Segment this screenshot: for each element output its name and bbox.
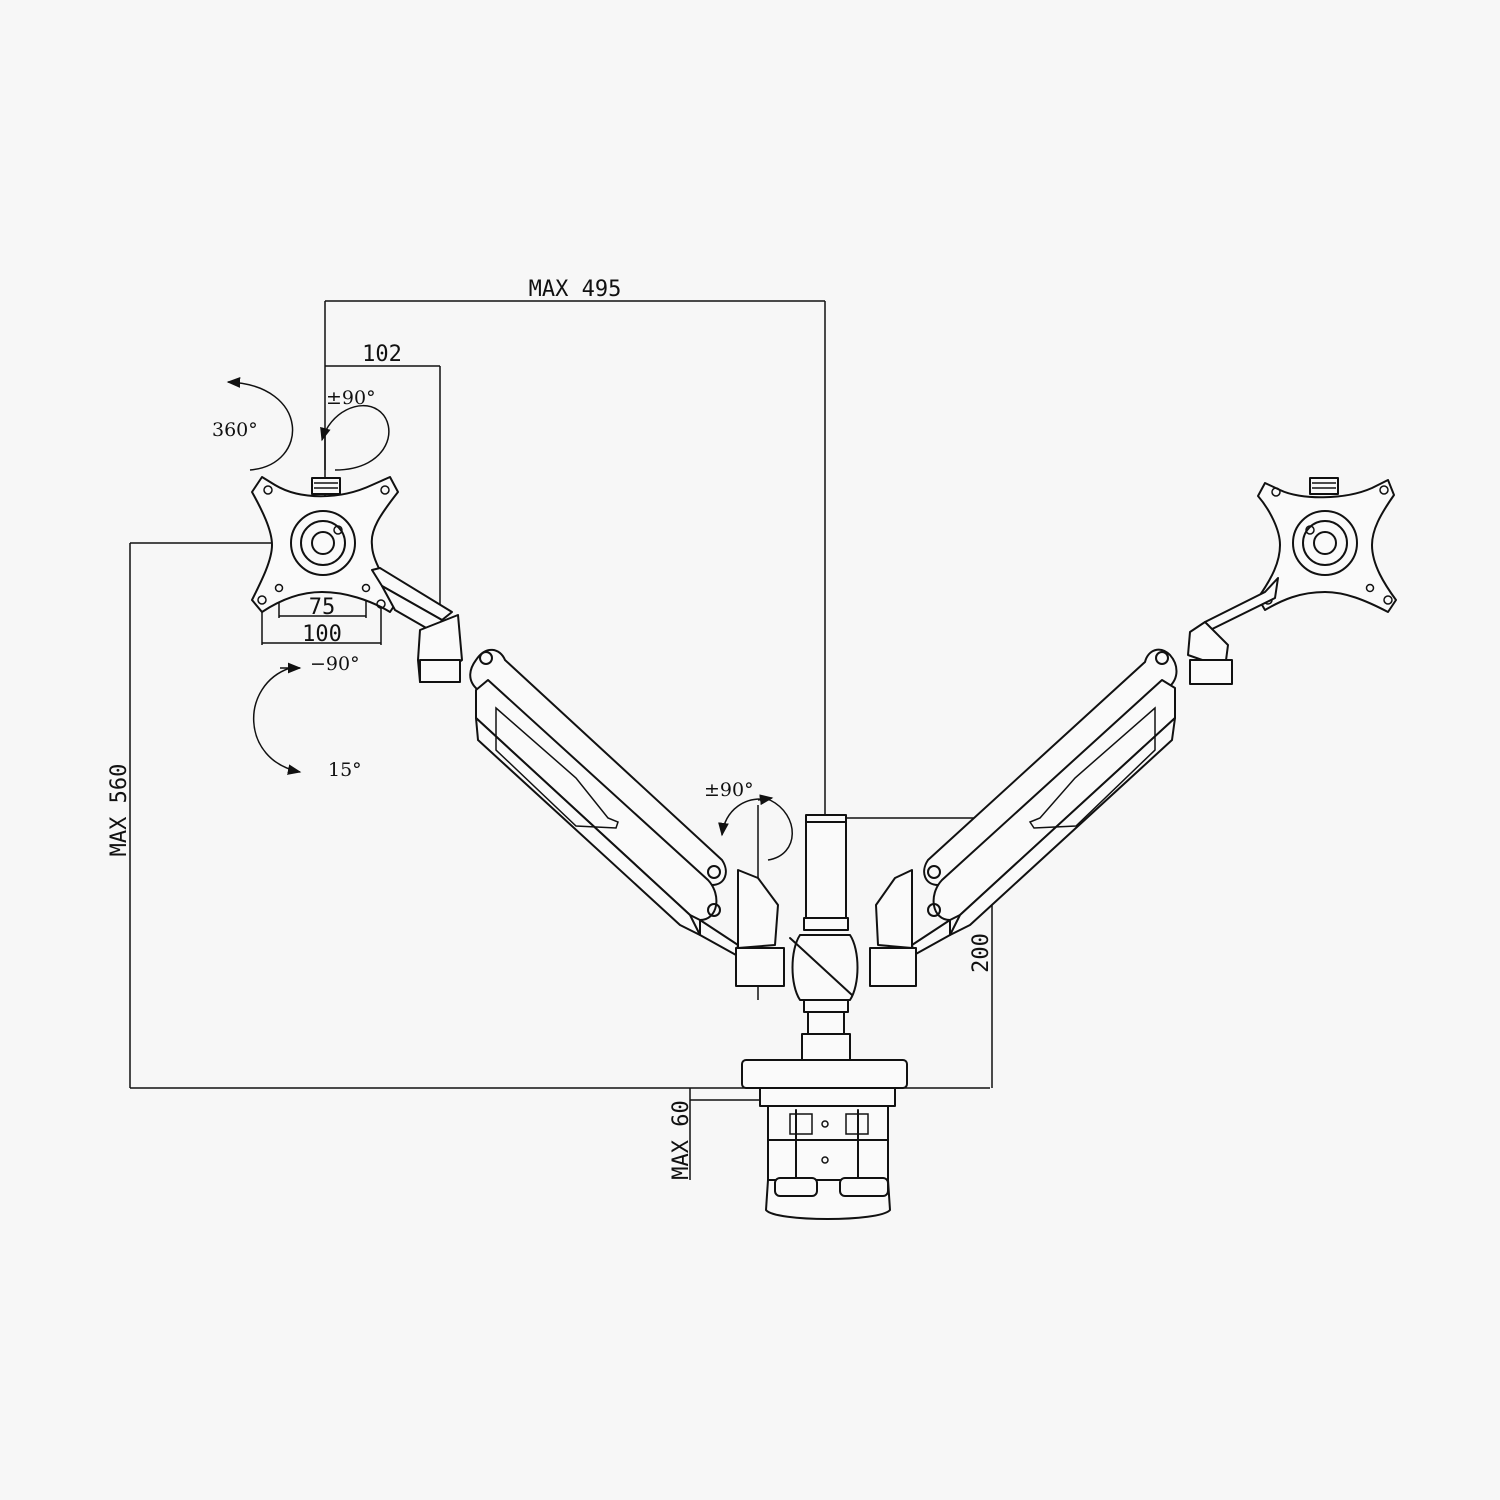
tilt-up-label: −90° — [310, 653, 360, 675]
center-pole — [789, 814, 859, 1061]
right-vesa-plate — [1257, 477, 1397, 613]
joint-swivel-label: ±90° — [704, 779, 754, 801]
max-reach-label: MAX 495 — [529, 277, 622, 302]
desk-clamp — [741, 1059, 908, 1220]
swivel-label: 360° — [212, 419, 258, 441]
max-height-label: MAX 560 — [107, 764, 132, 857]
left-vesa-plate — [251, 476, 399, 613]
dimension-labels: MAX 495 102 75 100 MAX 560 200 MAX 60 — [107, 277, 994, 1180]
right-arm — [869, 577, 1279, 987]
vesa-offset-label: 102 — [362, 342, 402, 367]
rotation-labels: 360° ±90° −90° 15° ±90° — [212, 387, 754, 801]
pole-height-label: 200 — [969, 933, 994, 973]
max-desk-label: MAX 60 — [669, 1100, 694, 1179]
vesa-large-label: 100 — [302, 622, 342, 647]
tilt-down-label: 15° — [328, 759, 362, 781]
left-arm — [371, 567, 785, 987]
vesa-small-label: 75 — [309, 595, 336, 620]
rotation-arrows — [226, 377, 793, 861]
rotate-label: ±90° — [326, 387, 376, 409]
dimension-lines — [129, 300, 993, 1180]
